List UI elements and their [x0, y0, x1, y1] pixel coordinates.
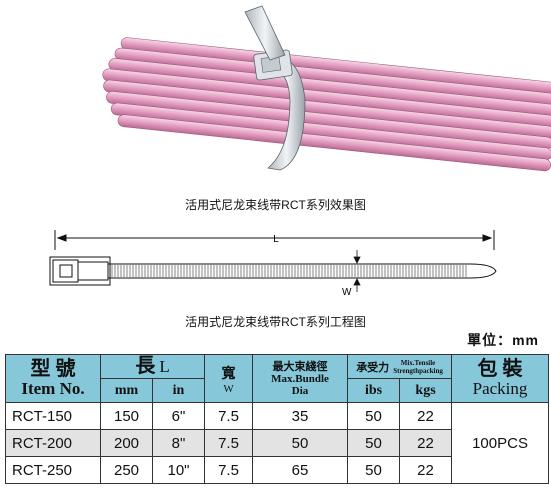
cable-strands: [102, 37, 551, 172]
cell-ibs: 50: [347, 429, 401, 457]
table-row: RCT-250 250 10" 7.5 65 50 22: [5, 456, 549, 484]
header-model: 型 號 Item No.: [5, 354, 101, 403]
cable-bundle-illustration: [102, 5, 551, 172]
width-symbol: W: [342, 287, 352, 298]
unit-label: 單位：mm: [467, 332, 539, 348]
cell-in: 6": [151, 402, 206, 430]
cell-packing: 100PCS: [451, 402, 550, 484]
spec-table: 型 號 Item No. 長 L 寬 W 最大束綫徑 Max.Bundle Di…: [5, 354, 550, 484]
cell-in: 8": [151, 429, 206, 457]
cell-kgs: 22: [399, 429, 453, 457]
cell-width: 7.5: [204, 429, 254, 457]
cell-kgs: 22: [399, 402, 453, 430]
cell-ibs: 50: [347, 456, 401, 484]
length-symbol: L: [273, 234, 279, 245]
engineering-caption: 活用式尼龙束线带RCT系列工程图: [185, 315, 366, 329]
header-tensile-kgs: kgs: [399, 378, 453, 403]
cell-mm: 200: [100, 429, 153, 457]
table-row: RCT-200 200 8" 7.5 50 50 22: [5, 429, 549, 457]
cell-bundle: 65: [252, 456, 349, 484]
cell-model: RCT-250: [5, 456, 101, 484]
cell-mm: 150: [100, 402, 153, 430]
header-bundle-dia: 最大束綫徑 Max.Bundle Dia: [252, 354, 349, 403]
table-row: RCT-150 150 6" 7.5 35 50 22 100PCS: [5, 402, 550, 484]
header-length-mm: mm: [100, 378, 153, 403]
cell-in: 10": [151, 456, 206, 484]
cell-bundle: 35: [252, 402, 349, 430]
header-packing: 包 裝 Packing: [451, 354, 550, 403]
cell-width: 7.5: [204, 456, 254, 484]
effect-caption: 活用式尼龙束线带RCT系列效果图: [185, 198, 366, 212]
cell-bundle: 50: [252, 429, 349, 457]
cable-tie: [244, 5, 306, 171]
header-length: 長 L: [99, 354, 206, 379]
cell-model: RCT-150: [5, 402, 101, 430]
cell-width: 7.5: [204, 402, 254, 430]
cell-ibs: 50: [347, 402, 401, 430]
engineering-drawing: L W: [49, 230, 497, 298]
tie-teeth: [111, 265, 467, 277]
header-length-in: in: [151, 378, 206, 403]
cell-model: RCT-200: [5, 429, 101, 457]
header-width: 寬 W: [204, 354, 254, 403]
header-tensile: 承受力 Mix.Tensile Strengthpacking: [347, 354, 453, 379]
header-tensile-ibs: ibs: [347, 378, 401, 403]
cell-mm: 250: [100, 456, 153, 484]
cell-kgs: 22: [399, 456, 453, 484]
